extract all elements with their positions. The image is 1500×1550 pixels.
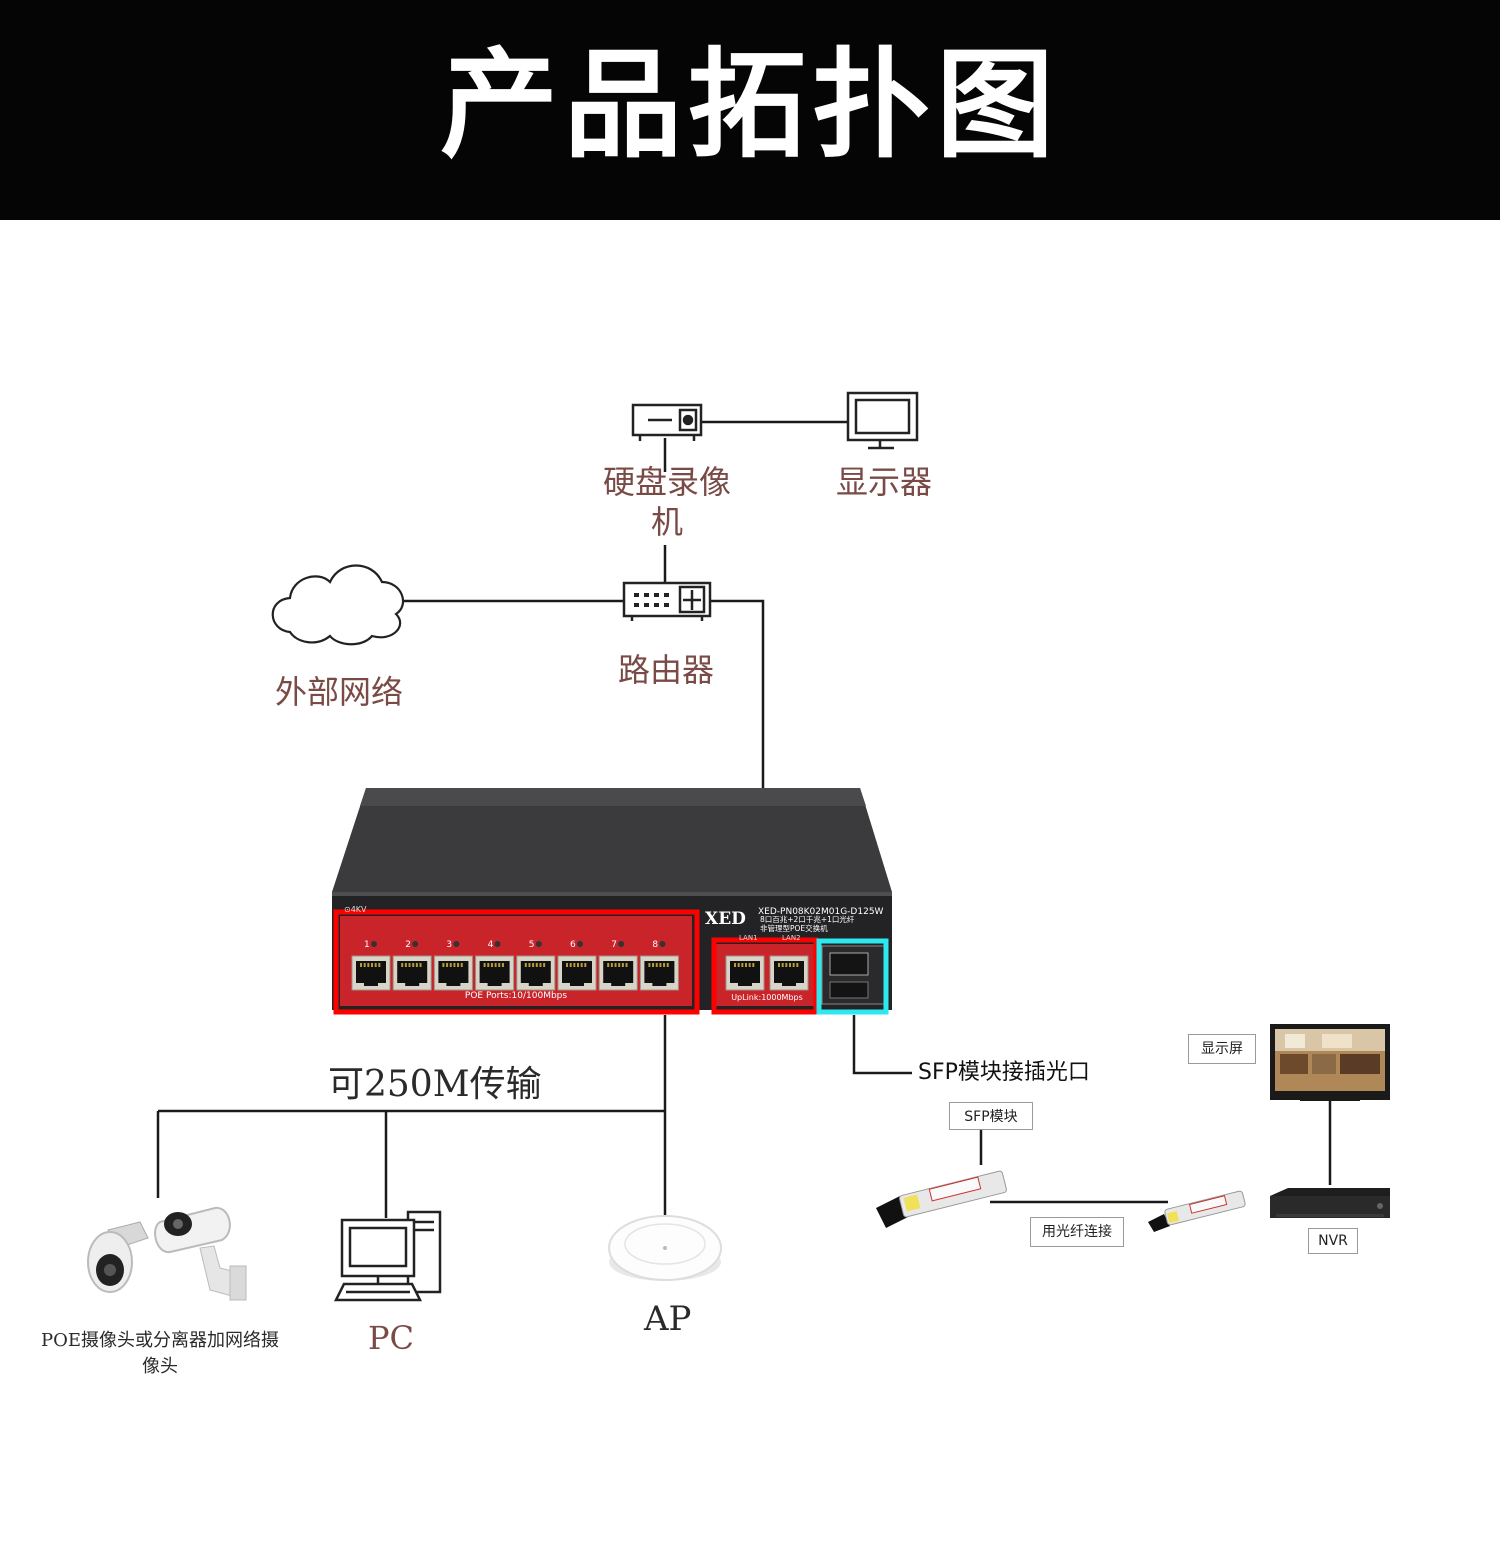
port-number-4: 4 — [488, 940, 494, 950]
poe-port-7 — [598, 955, 638, 991]
sfp-module-label: SFP模块 — [949, 1102, 1033, 1130]
display-screen-icon — [1270, 1024, 1390, 1101]
poe-ports-label: POE Ports:10/100Mbps — [465, 991, 567, 1001]
connection-lines — [156, 420, 1332, 1218]
cloud-icon — [271, 564, 405, 646]
port-led-5 — [535, 941, 542, 947]
port-led-8 — [659, 941, 666, 947]
fiber-label: 用光纤连接 — [1030, 1217, 1124, 1247]
pc-icon — [333, 1210, 442, 1302]
uplink-ports-highlight — [711, 937, 819, 1015]
dvr-icon — [631, 403, 703, 441]
ap-icon — [608, 1215, 722, 1281]
nvr-icon — [1270, 1188, 1390, 1218]
uplink-label: UpLink:1000Mbps — [731, 993, 803, 1002]
port-led-4 — [494, 941, 501, 947]
switch-kv: ⊙4KV — [344, 905, 367, 914]
line-sfp-callout — [852, 1015, 912, 1075]
pc-label: PC — [368, 1319, 415, 1357]
internet-label: 外部网络 — [275, 673, 404, 711]
display-label: 显示屏 — [1188, 1034, 1256, 1064]
ap-label: AP — [644, 1299, 692, 1339]
lan2-label: LAN2 — [782, 934, 801, 942]
monitor-icon — [846, 391, 919, 450]
poe-port-2 — [392, 955, 432, 991]
port-number-2: 2 — [405, 940, 411, 950]
port-number-7: 7 — [611, 940, 617, 950]
monitor-label: 显示器 — [836, 463, 933, 501]
camera-label: POE摄像头或分离器加网络摄 像头 — [40, 1330, 279, 1377]
poe-port-8 — [639, 955, 679, 991]
port-led-6 — [577, 941, 583, 947]
camera-icon — [87, 1206, 247, 1301]
sfp-port-callout: SFP模块接插光口 — [918, 1060, 1090, 1085]
uplink-ports — [725, 955, 809, 991]
lan1-label: LAN1 — [739, 934, 758, 942]
port-led-7 — [618, 941, 625, 947]
port-number-5: 5 — [529, 940, 535, 950]
poe-port-3 — [433, 955, 473, 991]
sfp-port-highlight — [816, 938, 889, 1015]
router-icon — [622, 581, 712, 621]
port-number-6: 6 — [570, 940, 576, 950]
page-title: 产品拓扑图 — [439, 36, 1060, 174]
poe-port-6 — [557, 955, 597, 991]
port-led-2 — [412, 941, 419, 947]
port-number-8: 8 — [652, 940, 658, 950]
header-bar: 产品拓扑图 — [0, 0, 1500, 220]
uplink-port-2 — [769, 955, 809, 991]
sfp-module-icon — [876, 1170, 1007, 1228]
poe-port-5 — [516, 955, 556, 991]
switch-model: XED-PN08K02M01G-D125W — [758, 907, 884, 917]
poe-port-1 — [351, 955, 391, 991]
poe-port-4 — [475, 955, 515, 991]
port-led-3 — [453, 941, 460, 947]
port-led-1 — [371, 941, 377, 947]
poe-ports-highlight — [333, 909, 700, 1015]
bandwidth-label: 可250M传输 — [328, 1064, 542, 1105]
switch-brand: XED — [705, 909, 746, 929]
port-number-3: 3 — [446, 940, 452, 950]
uplink-port-1 — [725, 955, 765, 991]
dvr-label: 硬盘录像 机 — [602, 463, 731, 541]
poe-ports: 1 2 3 4 5 6 7 8 — [351, 940, 679, 991]
nvr-label: NVR — [1308, 1228, 1358, 1254]
sfp-module-icon-2 — [1148, 1190, 1246, 1232]
port-number-1: 1 — [364, 940, 370, 950]
switch-desc-2: 非管理型POE交换机 — [760, 923, 828, 933]
switch-desc-1: 8口百兆+2口千兆+1口光纤 — [760, 914, 855, 924]
router-label: 路由器 — [618, 651, 715, 689]
